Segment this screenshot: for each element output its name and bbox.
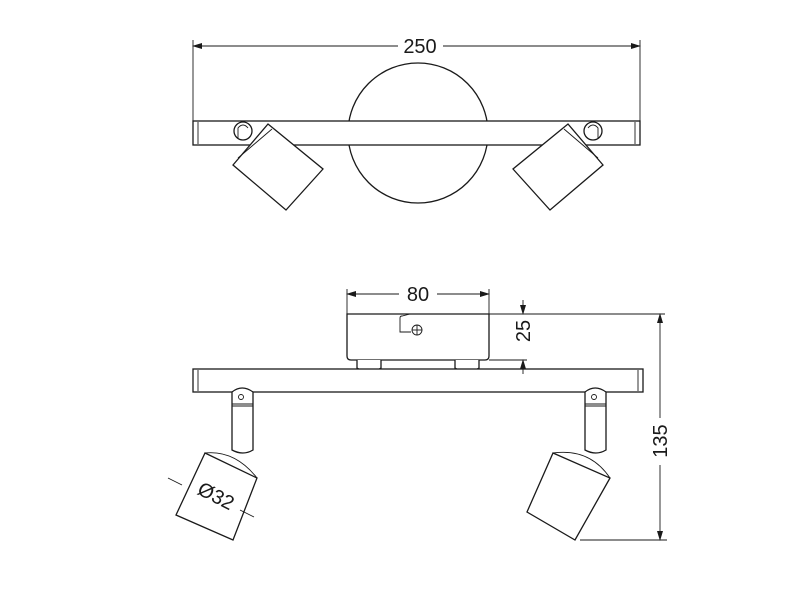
keyhole-slot [399,313,411,333]
total-height-label: 135 [650,424,672,457]
front-view: 80 25 135 [167,284,672,541]
mounting-bar-front [192,368,644,393]
left-spotlight-top [232,121,324,211]
width-dimension-label: 250 [403,36,436,58]
base-height-label: 25 [513,320,535,342]
base-height-dimension: 25 [489,300,665,374]
pivot-screw-icon [238,394,244,400]
base-width-label: 80 [407,284,429,306]
top-view: 250 [192,36,641,211]
pivot-screw-icon [591,394,597,400]
ceiling-base-box [346,313,490,361]
total-height-dimension: 135 [580,313,672,541]
width-dimension: 250 [192,36,641,145]
left-spotlight-front: Ø32 [167,387,258,541]
right-spotlight-top [512,121,604,211]
base-width-dimension: 80 [346,284,490,314]
right-spotlight-front [526,387,611,541]
